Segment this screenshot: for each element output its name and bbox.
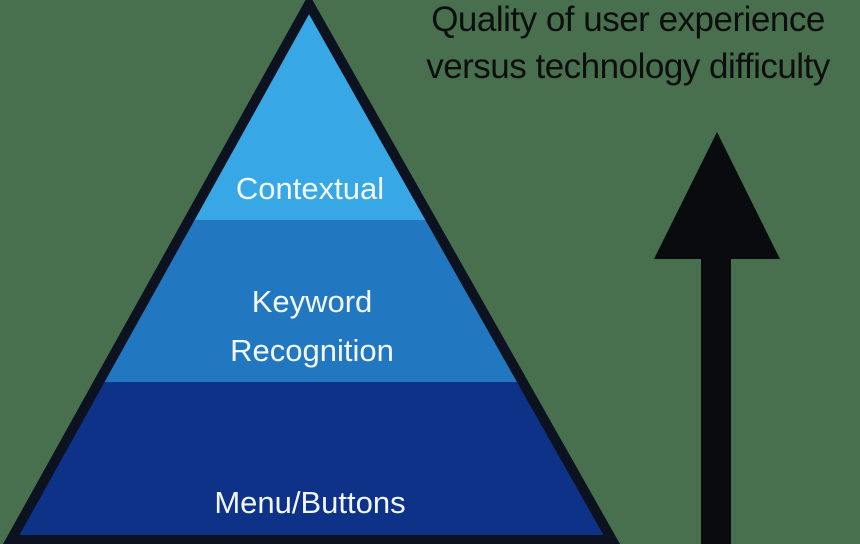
pyramid-outline [3,0,621,544]
chart-title: Quality of user experience versus techno… [386,0,860,90]
up-arrow-head [654,132,780,259]
tier-label-menu-buttons: Menu/Buttons [214,485,406,520]
pyramid-tier-bottom [11,382,612,540]
tier-label-contextual: Contextual [235,171,385,206]
title-line-2: versus technology difficulty [426,47,830,86]
tier-label-keyword-recognition: Keyword Recognition [230,284,394,368]
title-line-1: Quality of user experience [431,0,825,39]
up-arrow-icon [654,132,780,544]
up-arrow-shaft [701,250,731,544]
